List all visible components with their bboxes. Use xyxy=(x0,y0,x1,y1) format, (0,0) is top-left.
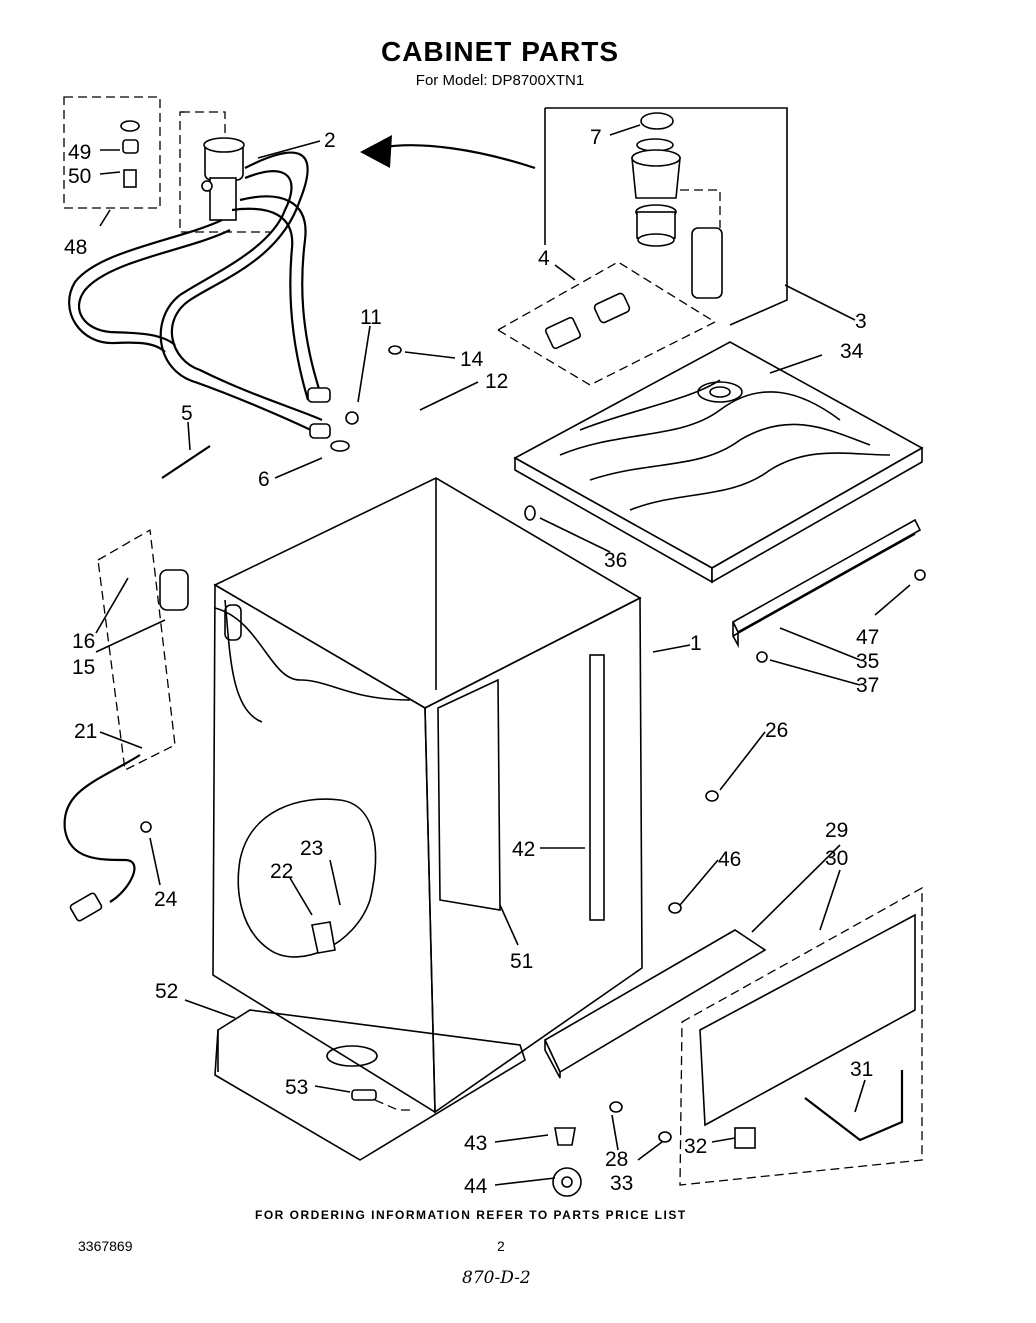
dispenser-cap-assembly xyxy=(496,107,788,386)
callout-47: 47 xyxy=(856,626,879,649)
callout-29: 29 xyxy=(825,819,848,842)
callout-36: 36 xyxy=(604,549,627,572)
callout-46: 46 xyxy=(718,848,741,871)
wood-top xyxy=(513,341,924,584)
callout-16: 16 xyxy=(72,630,95,653)
callout-7: 7 xyxy=(590,126,602,149)
handwritten-note: 870-D-2 xyxy=(462,1268,531,1288)
callout-14: 14 xyxy=(460,348,484,371)
callout-23: 23 xyxy=(300,837,323,860)
callout-42: 42 xyxy=(512,838,535,861)
callout-30: 30 xyxy=(825,847,848,870)
callout-33: 33 xyxy=(610,1172,633,1195)
callout-50: 50 xyxy=(68,165,91,188)
callout-21: 21 xyxy=(74,720,97,743)
callout-51: 51 xyxy=(510,950,533,973)
callout-22: 22 xyxy=(270,860,293,883)
callout-2: 2 xyxy=(324,129,336,152)
callout-52: 52 xyxy=(155,980,178,1003)
callout-35: 35 xyxy=(856,650,879,673)
callout-48: 48 xyxy=(64,236,87,259)
screws xyxy=(140,345,926,1197)
callout-1: 1 xyxy=(690,632,702,655)
callout-5: 5 xyxy=(181,402,193,425)
callout-31: 31 xyxy=(850,1058,873,1081)
callout-15: 15 xyxy=(72,656,95,679)
callout-24: 24 xyxy=(154,888,178,911)
callout-11: 11 xyxy=(360,306,382,329)
callout-28: 28 xyxy=(605,1148,628,1171)
callout-26: 26 xyxy=(765,719,788,742)
leader-lines xyxy=(95,124,911,1186)
callout-49: 49 xyxy=(68,141,91,164)
document-number: 3367869 xyxy=(78,1238,133,1254)
callout-32: 32 xyxy=(684,1135,707,1158)
page-title: CABINET PARTS xyxy=(380,36,620,67)
model-subtitle: For Model: DP8700XTN1 xyxy=(415,72,585,89)
callout-3: 3 xyxy=(855,310,867,333)
cabinet-body xyxy=(212,477,643,1114)
callout-53: 53 xyxy=(285,1076,308,1099)
callout-34: 34 xyxy=(840,340,864,363)
ordering-footer-note: FOR ORDERING INFORMATION REFER TO PARTS … xyxy=(255,1208,687,1222)
callout-12: 12 xyxy=(485,370,508,393)
callout-37: 37 xyxy=(856,674,879,697)
page-number: 2 xyxy=(497,1238,505,1254)
base-plate xyxy=(214,1009,526,1161)
callout-43: 43 xyxy=(464,1132,487,1155)
callout-4: 4 xyxy=(538,247,550,270)
callout-labels: 1 2 3 4 5 6 7 11 12 14 15 16 21 22 23 24… xyxy=(64,126,879,1198)
exploded-parts-diagram: 1 2 3 4 5 6 7 11 12 14 15 16 21 22 23 24… xyxy=(63,96,926,1198)
callout-6: 6 xyxy=(258,468,270,491)
hose-assembly xyxy=(63,96,359,452)
callout-44: 44 xyxy=(464,1175,488,1198)
